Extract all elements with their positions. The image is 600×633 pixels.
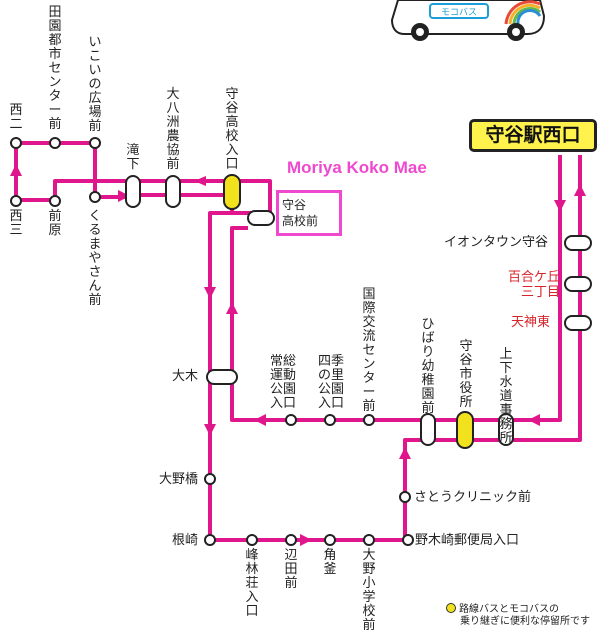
stop-pill [165, 175, 181, 208]
stop-pills [125, 175, 592, 446]
arrow-up-icon [226, 302, 238, 314]
stop-label-nogizaki[interactable]: 野木崎郵便局入口 [415, 533, 520, 548]
stop-marker [363, 534, 375, 546]
bus-sign-text: モコバス [441, 7, 477, 18]
stop-marker [246, 534, 258, 546]
terminal-moriya-station-west[interactable]: 守谷駅西口 [469, 119, 597, 152]
arrow-right-icon [300, 534, 312, 546]
stop-marker [324, 534, 336, 546]
stop-label-hibari[interactable]: ひばり幼稚園前 [421, 317, 435, 416]
stop-label-tenjin-higashi[interactable]: 天神東 [511, 315, 551, 330]
stop-marker [204, 473, 216, 485]
stop-label-denen-toshi[interactable]: 田園都市センター前 [48, 5, 62, 132]
stop-label-jogesuido[interactable]: 上下水道事務所 [499, 347, 513, 446]
stop-marker [10, 195, 22, 207]
stop-marker [399, 491, 411, 503]
stop-label-obayashi[interactable]: 大八洲農協前 [166, 87, 180, 172]
stop-label-moriya-koko-mae[interactable]: 守谷 高校前 [282, 198, 319, 228]
arrow-left-icon [254, 414, 266, 426]
arrow-up-icon [10, 164, 22, 176]
stop-marker [402, 534, 414, 546]
stop-pill [247, 210, 275, 226]
stop-marker [49, 195, 61, 207]
stop-label-nishi-san[interactable]: 西三 [9, 209, 23, 238]
arrow-up-icon [574, 184, 586, 196]
arrow-down-icon [204, 287, 216, 299]
stop-label-koko-iriguchi[interactable]: 守谷高校入口 [225, 87, 239, 172]
stop-label-ono-shogakko[interactable]: 大野小学校前 [362, 548, 376, 633]
stop-label-kakugama[interactable]: 角釜 [323, 548, 337, 577]
transfer-stops [223, 174, 474, 449]
stop-label-kokusai-koryu[interactable]: 国際交流センター前 [362, 287, 376, 414]
arrow-up-icon [399, 447, 411, 459]
stop-pill [206, 369, 238, 385]
stop-marker [285, 534, 297, 546]
stop-pill [420, 413, 436, 446]
arrow-left-icon [528, 414, 540, 426]
stop-label-ikoi-hiroba[interactable]: いこいの広場前 [88, 35, 102, 134]
stop-label-nezaki[interactable]: 根崎 [172, 533, 199, 548]
stop-marker [285, 414, 297, 426]
stop-marker [89, 137, 101, 149]
stop-pill [564, 276, 592, 292]
stop-label-kurumaya[interactable]: くるまやさん前 [88, 209, 102, 308]
arrow-down-icon [204, 424, 216, 436]
stop-pill [564, 235, 592, 251]
stop-label-aeon-town[interactable]: イオンタウン守谷 [444, 235, 549, 250]
stop-label-joso-undo[interactable]: 常総運動公園入口 [269, 354, 296, 411]
stop-pill [125, 175, 141, 208]
stop-label-yurigaoka[interactable]: 百合ケ丘 三丁目 [507, 270, 560, 300]
stop-marker [89, 191, 101, 203]
stop-label-onobashi[interactable]: 大野橋 [159, 472, 199, 487]
transfer-dot-icon [446, 603, 456, 613]
annotation-title: Moriya Koko Mae [287, 158, 427, 177]
arrow-right-icon [118, 190, 130, 202]
stop-markers [10, 137, 414, 546]
stop-marker [10, 137, 22, 149]
stop-marker [324, 414, 336, 426]
stop-marker [363, 414, 375, 426]
arrow-down-icon [554, 200, 566, 212]
stop-label-takishita[interactable]: 滝下 [126, 143, 140, 172]
annotation-highlight-box [276, 190, 342, 236]
stop-marker [49, 137, 61, 149]
stop-label-henda[interactable]: 辺田前 [284, 548, 298, 591]
stop-label-maehara[interactable]: 前原 [48, 209, 62, 238]
stop-pill [498, 413, 514, 446]
stop-label-shiki-no-sato[interactable]: 四季の里公園入口 [317, 354, 344, 411]
legend-line-1: 路線バスとモコバスの [459, 604, 559, 615]
route-arrows [10, 164, 586, 546]
legend: 路線バスとモコバスの 乗り継ぎに便利な停留所です [446, 603, 590, 628]
stop-label-minebayashi[interactable]: 峰林荘入口 [245, 548, 259, 619]
moko-bus-illustration: モコバス [390, 0, 546, 41]
stop-label-sato-clinic[interactable]: さとうクリニック前 [414, 490, 532, 505]
arrow-left-icon [194, 176, 206, 186]
transfer-stop-pill [223, 174, 241, 210]
stop-pill [564, 315, 592, 331]
stop-marker [204, 534, 216, 546]
legend-line-2: 乗り継ぎに便利な停留所です [460, 616, 590, 627]
stop-label-nishi-ni[interactable]: 西二 [9, 103, 23, 132]
transfer-stop-pill [456, 411, 474, 449]
stop-label-oki[interactable]: 大木 [172, 369, 199, 384]
stop-label-shiyakusho[interactable]: 守谷市役所 [459, 339, 473, 410]
